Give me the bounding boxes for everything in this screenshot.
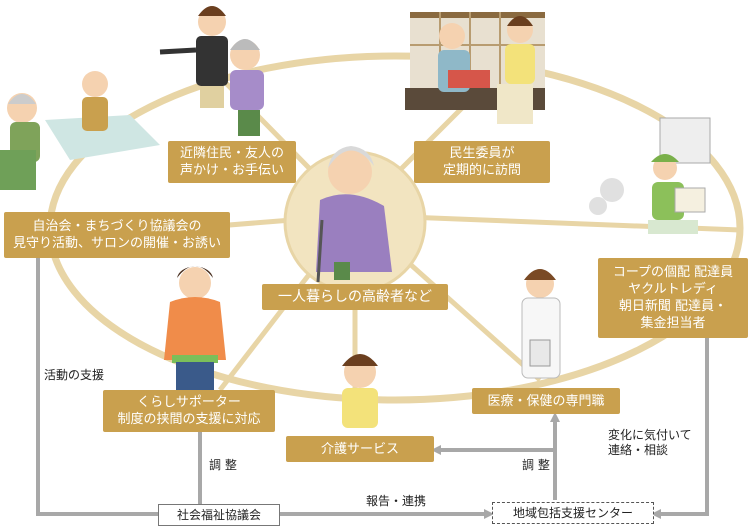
visit-illustration <box>405 12 545 124</box>
social-welfare-council-box: 社会福祉協議会 <box>158 504 280 526</box>
elderly-person-illustration <box>316 146 392 283</box>
delivery-box: コープの個配 配達員 ヤクルトレディ 朝日新聞 配達員・ 集金担当者 <box>598 258 748 338</box>
delivery-person-illustration <box>589 117 711 234</box>
coordination-label-right: 調 整 <box>522 458 550 472</box>
activity-support-label: 活動の支援 <box>44 368 105 382</box>
report-cooperation-label: 報告・連携 <box>366 494 427 508</box>
elderly-at-table-illustration <box>0 71 160 190</box>
notice-label: 変化に気付いて 連絡・相談 <box>608 428 692 457</box>
neighbors-illustration <box>159 6 264 136</box>
neighbors-box: 近隣住民・友人の 声かけ・お手伝い <box>168 141 296 183</box>
center-label-box: 一人暮らしの高齢者など <box>262 284 448 310</box>
welfare-commissioner-box: 民生委員が 定期的に訪問 <box>414 141 550 183</box>
kurashi-supporter-illustration <box>164 266 226 390</box>
connector-arrows <box>36 258 709 519</box>
coordination-label-left: 調 整 <box>209 458 237 472</box>
care-worker-illustration <box>342 354 378 428</box>
comprehensive-support-center-box: 地域包括支援センター <box>492 502 654 524</box>
self-governing-box: 自治会・まちづくり協議会の 見守り活動、サロンの開催・お誘い <box>4 212 230 258</box>
kurashi-supporter-box: くらしサポーター 制度の挟間の支援に対応 <box>103 390 275 432</box>
doctor-illustration <box>521 269 561 379</box>
medical-box: 医療・保健の専門職 <box>472 388 620 414</box>
care-service-box: 介護サービス <box>286 436 434 462</box>
